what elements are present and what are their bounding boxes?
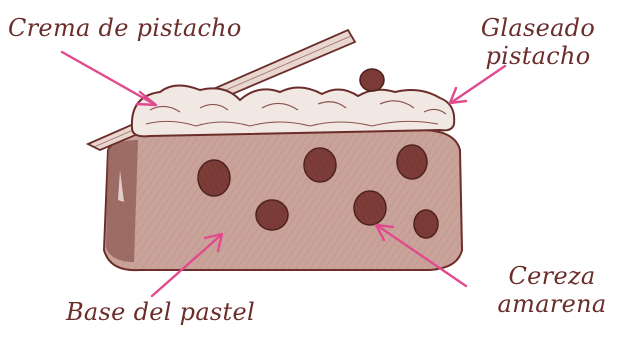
cherry xyxy=(414,210,438,238)
cherry xyxy=(360,69,384,91)
arrow-crema xyxy=(62,52,156,105)
label-cherry-line2: amarena xyxy=(492,290,612,318)
label-pistachio-glaze: Glaseado pistacho xyxy=(468,14,608,70)
label-cherry-line1: Cereza xyxy=(492,262,612,290)
label-pistachio-cream: Crema de pistacho xyxy=(8,14,242,42)
arrow-glaseado xyxy=(450,66,505,103)
label-amarena-cherry: Cereza amarena xyxy=(492,262,612,318)
label-cake-base: Base del pastel xyxy=(66,298,255,326)
pistachio-cream xyxy=(132,69,454,136)
label-glaze-line2: pistacho xyxy=(468,42,608,70)
label-glaze-line1: Glaseado xyxy=(468,14,608,42)
